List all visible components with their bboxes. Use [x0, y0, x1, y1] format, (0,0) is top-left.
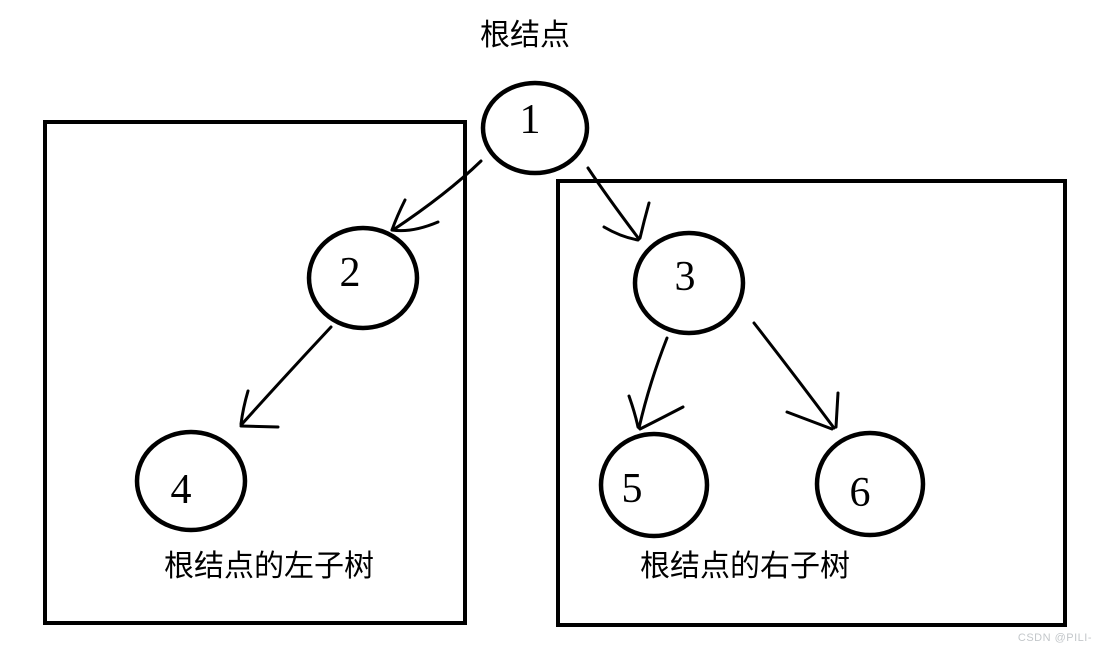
tree-node-3-circle: [632, 230, 746, 336]
right-subtree-caption: 根结点的右子树: [640, 550, 850, 583]
edge-3-6-arrowhead-stroke: [785, 410, 834, 431]
tree-node-3: 3: [632, 230, 746, 336]
tree-node-6-circle: [814, 430, 926, 538]
tree-node-5: 5: [598, 431, 710, 539]
edge-1-2-arrowhead-stroke: [390, 198, 407, 232]
tree-node-3-label: 3: [675, 254, 696, 300]
edge-3-6: [752, 321, 840, 431]
tree-node-5-circle: [598, 431, 710, 539]
edge-1-3-arrowhead-stroke: [602, 225, 640, 242]
tree-node-4-circle: [134, 429, 248, 533]
edge-3-5-arrowhead-stroke: [627, 394, 640, 429]
right-subtree-box: [556, 179, 1067, 627]
left-subtree-caption: 根结点的左子树: [164, 550, 374, 583]
tree-node-1: 1: [480, 80, 590, 176]
tree-node-5-label: 5: [622, 466, 643, 512]
edge-1-2: [390, 159, 483, 233]
edge-1-2-arrowhead-stroke: [390, 220, 440, 233]
edge-2-4-arrowhead-stroke: [239, 389, 250, 426]
edge-1-2-line: [391, 159, 483, 232]
edge-1-3-line: [586, 166, 641, 241]
left-subtree-box: [43, 120, 467, 625]
csdn-watermark: CSDN @PILI-: [1017, 632, 1092, 644]
tree-node-2-label: 2: [340, 250, 361, 296]
edge-3-6-line: [752, 321, 836, 430]
edge-3-5-line: [637, 336, 669, 430]
edge-3-6-arrowhead-stroke: [834, 391, 840, 429]
edge-1-3: [586, 166, 651, 242]
tree-node-6: 6: [814, 430, 926, 538]
tree-node-1-circle: [480, 80, 590, 176]
tree-node-2-circle: [306, 225, 420, 331]
edge-2-4-arrowhead-stroke: [239, 424, 280, 429]
edge-1-3-arrowhead-stroke: [638, 201, 651, 240]
edge-2-4-line: [240, 325, 333, 426]
tree-node-2: 2: [306, 225, 420, 331]
tree-node-6-label: 6: [850, 470, 871, 516]
edge-2-4: [239, 325, 333, 429]
edge-3-5: [627, 336, 685, 431]
edge-3-5-arrowhead-stroke: [638, 405, 685, 431]
tree-node-4-label: 4: [171, 467, 192, 513]
tree-node-4: 4: [134, 429, 248, 533]
root-node-caption: 根结点: [480, 19, 570, 52]
tree-node-1-label: 1: [520, 97, 541, 143]
